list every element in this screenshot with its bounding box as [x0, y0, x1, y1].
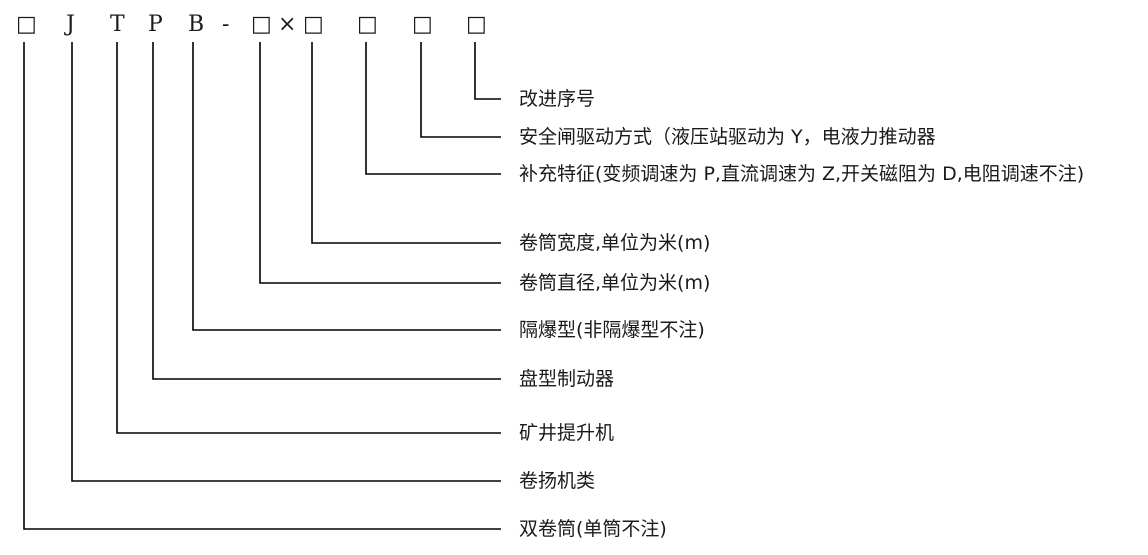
- leader-line-diameter: [259, 42, 501, 284]
- label-double-drum: 双卷筒(单筒不注): [519, 518, 667, 540]
- code-symbol-p: P: [148, 12, 163, 37]
- label-disc-brake: 盘型制动器: [519, 368, 615, 390]
- label-feature: 补充特征(变频调速为 P,直流调速为 Z,开关磁阻为 D,电阻调速不注): [519, 163, 1085, 185]
- label-brake-drive: 安全闸驱动方式（液压站驱动为 Y，电液力推动器: [519, 126, 936, 148]
- leader-line-double-drum: [23, 42, 501, 530]
- leader-line-winch: [71, 42, 501, 482]
- code-symbol-dash: -: [222, 12, 230, 37]
- label-drum-diameter: 卷筒直径,单位为米(m): [519, 272, 711, 294]
- code-symbol-j: J: [66, 12, 75, 37]
- label-explosion-proof: 隔爆型(非隔爆型不注): [519, 319, 705, 341]
- leader-line-disc-brake: [152, 42, 501, 380]
- code-symbol-b: B: [188, 12, 205, 37]
- label-drum-width: 卷筒宽度,单位为米(m): [519, 232, 711, 254]
- code-symbol-double-drum: □: [16, 12, 37, 37]
- leader-line-width: [311, 42, 501, 244]
- label-revision: 改进序号: [519, 88, 596, 110]
- code-symbol-times: ×: [278, 12, 297, 37]
- label-mine-hoist: 矿井提升机: [519, 422, 615, 444]
- leader-line-revision: [474, 42, 501, 100]
- code-symbol-diameter: □: [251, 12, 272, 37]
- code-symbol-brake-drive: □: [412, 12, 433, 37]
- code-symbol-t: T: [110, 12, 125, 37]
- leader-line-feature: [365, 42, 501, 175]
- leader-line-explosion-proof: [192, 42, 501, 331]
- code-symbol-revision: □: [466, 12, 487, 37]
- leader-line-brake-drive: [420, 42, 501, 138]
- code-symbol-width: □: [303, 12, 324, 37]
- leader-line-mine-hoist: [116, 42, 501, 434]
- label-winch: 卷扬机类: [519, 470, 596, 492]
- code-symbol-feature: □: [357, 12, 378, 37]
